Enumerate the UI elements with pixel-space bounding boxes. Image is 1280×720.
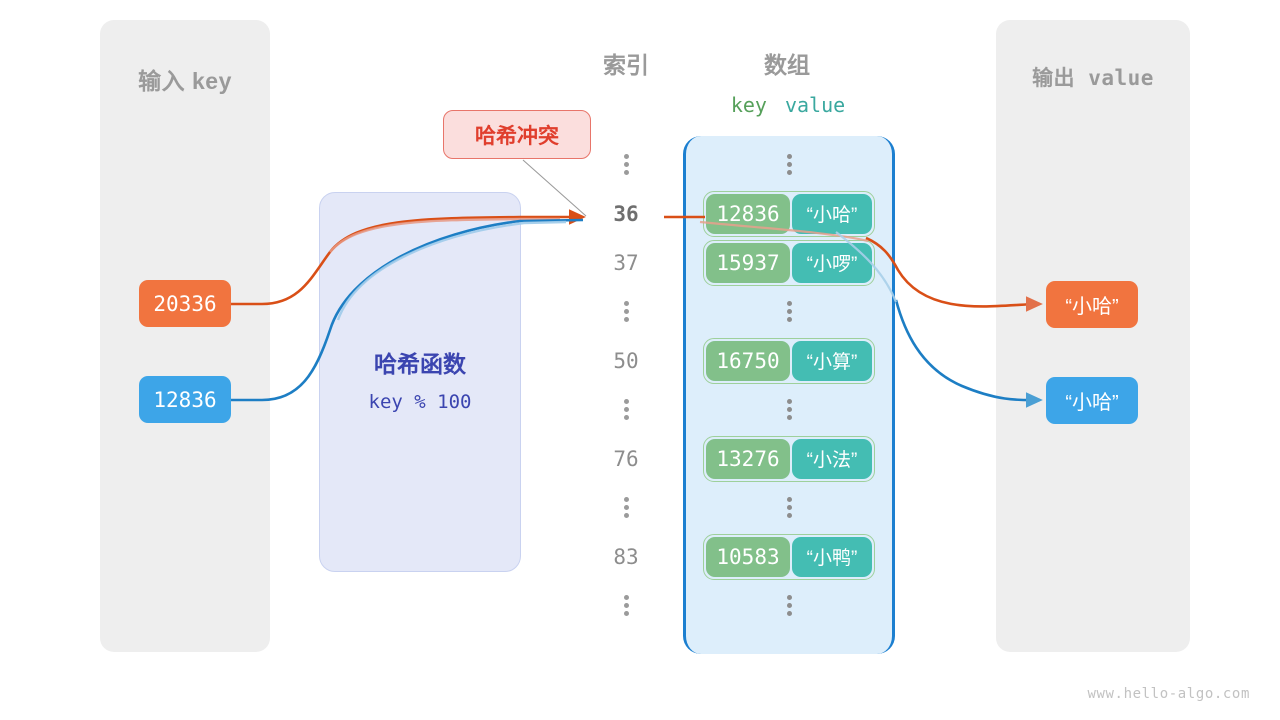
- bucket-key-cell: 12836: [706, 193, 790, 234]
- bucket-value-cell: “小啰”: [792, 242, 872, 283]
- key-value-pair: 15937“小啰”: [703, 239, 875, 286]
- key-value-pair: 16750“小算”: [703, 337, 875, 384]
- vertical-ellipsis-icon: [786, 396, 792, 423]
- key-value-pair: 12836“小哈”: [703, 190, 875, 237]
- index-label: 36: [613, 201, 639, 226]
- array-ellipsis: [686, 385, 892, 434]
- key-header-label: key: [730, 93, 767, 117]
- array-ellipsis: [686, 483, 892, 532]
- vertical-ellipsis-icon: [786, 151, 792, 178]
- bucket-value-cell: “小算”: [792, 340, 872, 381]
- vertical-ellipsis-icon: [623, 396, 629, 423]
- index-ellipsis: [596, 287, 656, 336]
- bucket-key-cell: 13276: [706, 438, 790, 479]
- output-value-chip: “小哈”: [1046, 281, 1138, 328]
- watermark: www.hello-algo.com: [1087, 686, 1250, 702]
- bucket-value-cell: “小鸭”: [792, 536, 872, 577]
- index-label: 50: [613, 348, 639, 373]
- vertical-ellipsis-icon: [623, 298, 629, 325]
- vertical-ellipsis-icon: [623, 151, 629, 178]
- index-ellipsis: [596, 581, 656, 630]
- hash-collision-badge: 哈希冲突: [443, 110, 591, 159]
- output-value-chip: “小哈”: [1046, 377, 1138, 424]
- key-value-pair: 10583“小鸭”: [703, 533, 875, 580]
- input-panel-title: 输入 key: [138, 68, 232, 94]
- output-panel: 输出 value: [996, 20, 1190, 652]
- array-ellipsis: [686, 287, 892, 336]
- index-ellipsis: [596, 385, 656, 434]
- index-ellipsis: [596, 483, 656, 532]
- bucket-row: 13276“小法”: [686, 434, 892, 483]
- bucket-key-cell: 15937: [706, 242, 790, 283]
- array-ellipsis: [686, 140, 892, 189]
- hash-table-array: 12836“小哈”15937“小啰”16750“小算”13276“小法”1058…: [683, 136, 895, 654]
- value-header-label: value: [784, 93, 846, 117]
- array-ellipsis: [686, 581, 892, 630]
- key-value-header: key value: [688, 93, 888, 117]
- output-panel-title: 输出 value: [1032, 66, 1154, 90]
- bucket-row: 12836“小哈”: [686, 189, 892, 238]
- vertical-ellipsis-icon: [623, 494, 629, 521]
- bucket-key-cell: 10583: [706, 536, 790, 577]
- bucket-row: 15937“小啰”: [686, 238, 892, 287]
- index-label: 76: [613, 446, 639, 471]
- vertical-ellipsis-icon: [786, 494, 792, 521]
- hash-function-formula: key % 100: [368, 391, 472, 413]
- array-rows: 12836“小哈”15937“小啰”16750“小算”13276“小法”1058…: [686, 140, 892, 630]
- bucket-value-cell: “小法”: [792, 438, 872, 479]
- index-column-header: 索引: [603, 52, 649, 78]
- input-panel: 输入 key: [100, 20, 270, 652]
- index-label: 37: [613, 250, 639, 275]
- bucket-key-cell: 16750: [706, 340, 790, 381]
- index-label: 83: [613, 544, 639, 569]
- vertical-ellipsis-icon: [786, 592, 792, 619]
- collision-leader-line: [522, 159, 587, 217]
- bucket-row: 10583“小鸭”: [686, 532, 892, 581]
- key-value-pair: 13276“小法”: [703, 435, 875, 482]
- vertical-ellipsis-icon: [623, 592, 629, 619]
- hash-function-box: 哈希函数 key % 100: [319, 192, 521, 572]
- input-key-chip: 20336: [139, 280, 231, 327]
- input-key-chip: 12836: [139, 376, 231, 423]
- hash-function-title: 哈希函数: [374, 351, 466, 377]
- vertical-ellipsis-icon: [786, 298, 792, 325]
- bucket-row: 16750“小算”: [686, 336, 892, 385]
- array-column-header: 数组: [764, 52, 810, 78]
- index-column: 36 37 50 76 83: [596, 140, 656, 630]
- bucket-value-cell: “小哈”: [792, 193, 872, 234]
- index-ellipsis: [596, 140, 656, 189]
- hash-collision-label: 哈希冲突: [475, 124, 559, 148]
